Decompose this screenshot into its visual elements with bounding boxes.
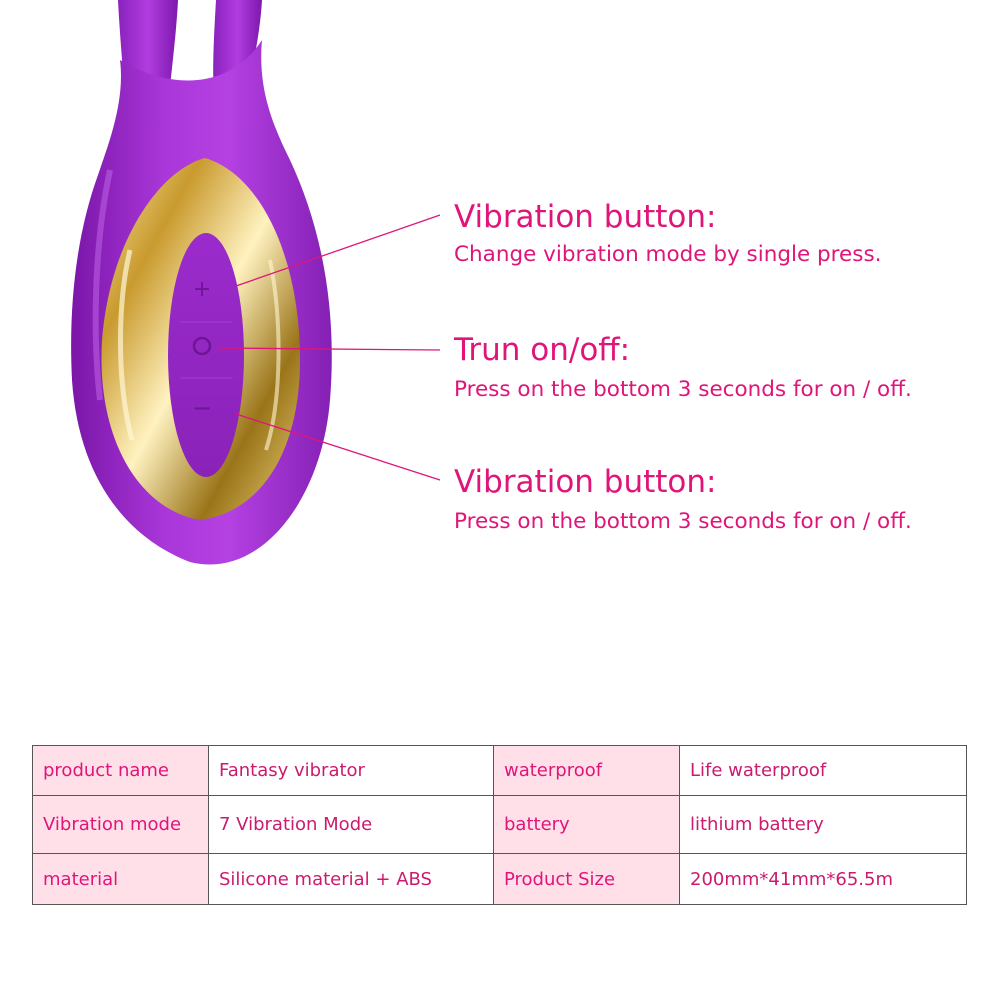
table-row: product name Fantasy vibrator waterproof… [32, 745, 967, 796]
leader-line-plus [235, 214, 441, 287]
spec-label: Product Size [493, 853, 680, 905]
spec-value: Life waterproof [679, 745, 967, 796]
callout-description: Change vibration mode by single press. [454, 242, 882, 267]
spec-label: product name [32, 745, 209, 796]
table-row: material Silicone material + ABS Product… [32, 853, 967, 905]
spec-label: battery [493, 795, 680, 854]
table-row: Vibration mode 7 Vibration Mode battery … [32, 795, 967, 854]
callout-title: Trun on/off: [454, 332, 631, 368]
minus-icon[interactable]: − [192, 394, 212, 422]
leader-line-minus [235, 413, 441, 481]
spec-value: lithium battery [679, 795, 967, 854]
spec-value: 200mm*41mm*65.5m [679, 853, 967, 905]
spec-value: Fantasy vibrator [208, 745, 494, 796]
spec-value: 7 Vibration Mode [208, 795, 494, 854]
callout-vibration-plus: Vibration button: Change vibration mode … [454, 199, 882, 269]
callout-title: Vibration button: [454, 464, 717, 500]
callout-power: Trun on/off: Press on the bottom 3 secon… [454, 332, 912, 404]
callout-description: Press on the bottom 3 seconds for on / o… [454, 509, 912, 534]
plus-icon[interactable]: + [193, 277, 211, 302]
callout-title: Vibration button: [454, 199, 717, 235]
spec-table: product name Fantasy vibrator waterproof… [32, 745, 967, 905]
product-illustration: + − [71, 0, 441, 565]
spec-label: waterproof [493, 745, 680, 796]
spec-label: material [32, 853, 209, 905]
callout-description: Press on the bottom 3 seconds for on / o… [454, 377, 912, 402]
spec-value: Silicone material + ABS [208, 853, 494, 905]
leader-line-power [217, 347, 441, 351]
button-panel [168, 233, 244, 477]
power-button-icon[interactable] [192, 336, 212, 356]
spec-label: Vibration mode [32, 795, 209, 854]
callout-vibration-minus: Vibration button: Press on the bottom 3 … [454, 464, 912, 536]
